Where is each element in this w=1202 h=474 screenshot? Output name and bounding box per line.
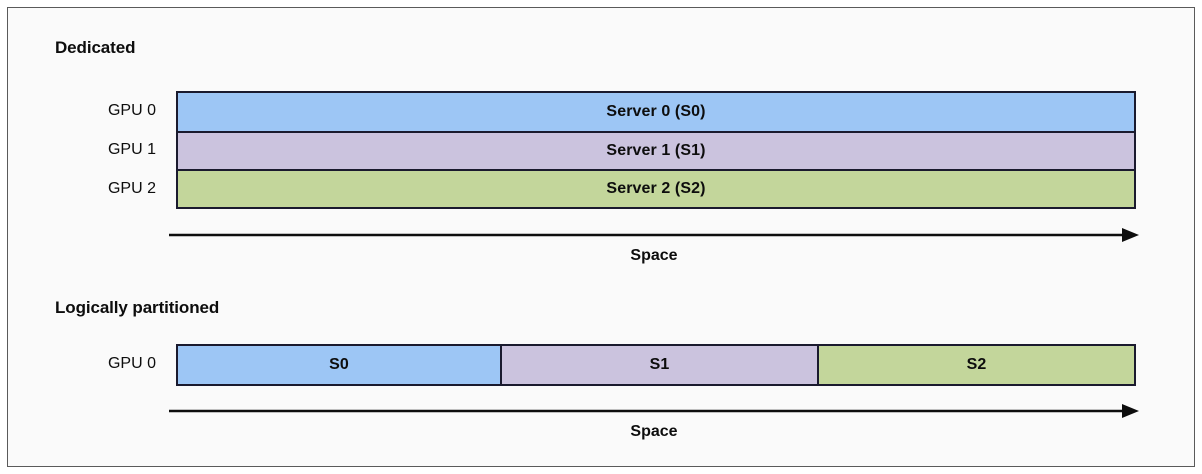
dedicated-bar-label-server-0: Server 0 (S0) (606, 103, 706, 120)
partitioned-segment-s1[interactable]: S1 (500, 346, 817, 384)
dedicated-bar-server-0[interactable]: Server 0 (S0) (178, 93, 1134, 131)
arrow-right-icon (169, 404, 1139, 418)
dedicated-bar-label-server-1: Server 1 (S1) (606, 142, 706, 159)
partitioned-segment-label-s2: S2 (966, 356, 987, 373)
dedicated-bar-stack: Server 0 (S0) Server 1 (S1) Server 2 (S2… (176, 91, 1136, 209)
partitioned-segment-label-s0: S0 (329, 356, 349, 373)
partitioned-row-label-gpu-0: GPU 0 (107, 355, 156, 372)
space-axis-dedicated (169, 226, 1139, 244)
partitioned-segment-label-s1: S1 (649, 356, 670, 373)
row-label-gpu-0: GPU 0 (107, 102, 156, 119)
dedicated-bar-label-server-2: Server 2 (S2) (606, 180, 706, 197)
dedicated-bar-server-1[interactable]: Server 1 (S1) (178, 131, 1134, 169)
partitioned-segment-s0[interactable]: S0 (178, 346, 500, 384)
partitioned-segment-s2[interactable]: S2 (817, 346, 1134, 384)
diagram-canvas: Dedicated GPU 0 GPU 1 GPU 2 Server 0 (S0… (7, 7, 1195, 467)
axis-caption-partitioned: Space (630, 423, 678, 440)
section-heading-dedicated: Dedicated (55, 38, 136, 57)
arrow-right-icon (169, 228, 1139, 242)
row-label-gpu-2: GPU 2 (107, 180, 156, 197)
axis-caption-dedicated: Space (630, 247, 678, 264)
dedicated-bar-server-2[interactable]: Server 2 (S2) (178, 169, 1134, 207)
partitioned-bar: S0 S1 S2 (176, 344, 1136, 386)
row-label-gpu-1: GPU 1 (107, 141, 156, 158)
section-heading-partitioned: Logically partitioned (55, 298, 220, 317)
space-axis-partitioned (169, 402, 1139, 420)
